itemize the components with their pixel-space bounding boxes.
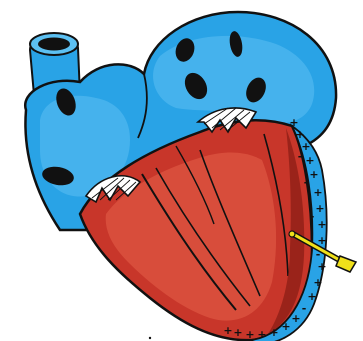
positive-charge-mark: + bbox=[281, 320, 290, 333]
positive-charge-mark: + bbox=[301, 140, 310, 153]
negative-charge-mark: - bbox=[310, 210, 315, 223]
positive-charge-mark: + bbox=[223, 324, 232, 337]
dot-mark bbox=[149, 337, 151, 339]
negative-charge-mark: - bbox=[298, 150, 303, 163]
positive-charge-mark: + bbox=[315, 202, 324, 215]
positive-charge-mark: + bbox=[305, 154, 314, 167]
positive-charge-mark: + bbox=[233, 326, 242, 339]
positive-charge-mark: + bbox=[291, 312, 300, 325]
positive-charge-mark: + bbox=[317, 260, 326, 273]
positive-charge-mark: + bbox=[245, 328, 254, 341]
positive-charge-mark: + bbox=[313, 186, 322, 199]
positive-charge-mark: + bbox=[257, 328, 266, 341]
positive-charge-mark: + bbox=[269, 326, 278, 339]
positive-charge-mark: + bbox=[307, 290, 316, 303]
negative-charge-mark: - bbox=[304, 176, 309, 189]
negative-charge-mark: - bbox=[302, 302, 307, 315]
positive-charge-mark: + bbox=[317, 218, 326, 231]
positive-charge-mark: + bbox=[313, 276, 322, 289]
positive-charge-mark: + bbox=[309, 168, 318, 181]
